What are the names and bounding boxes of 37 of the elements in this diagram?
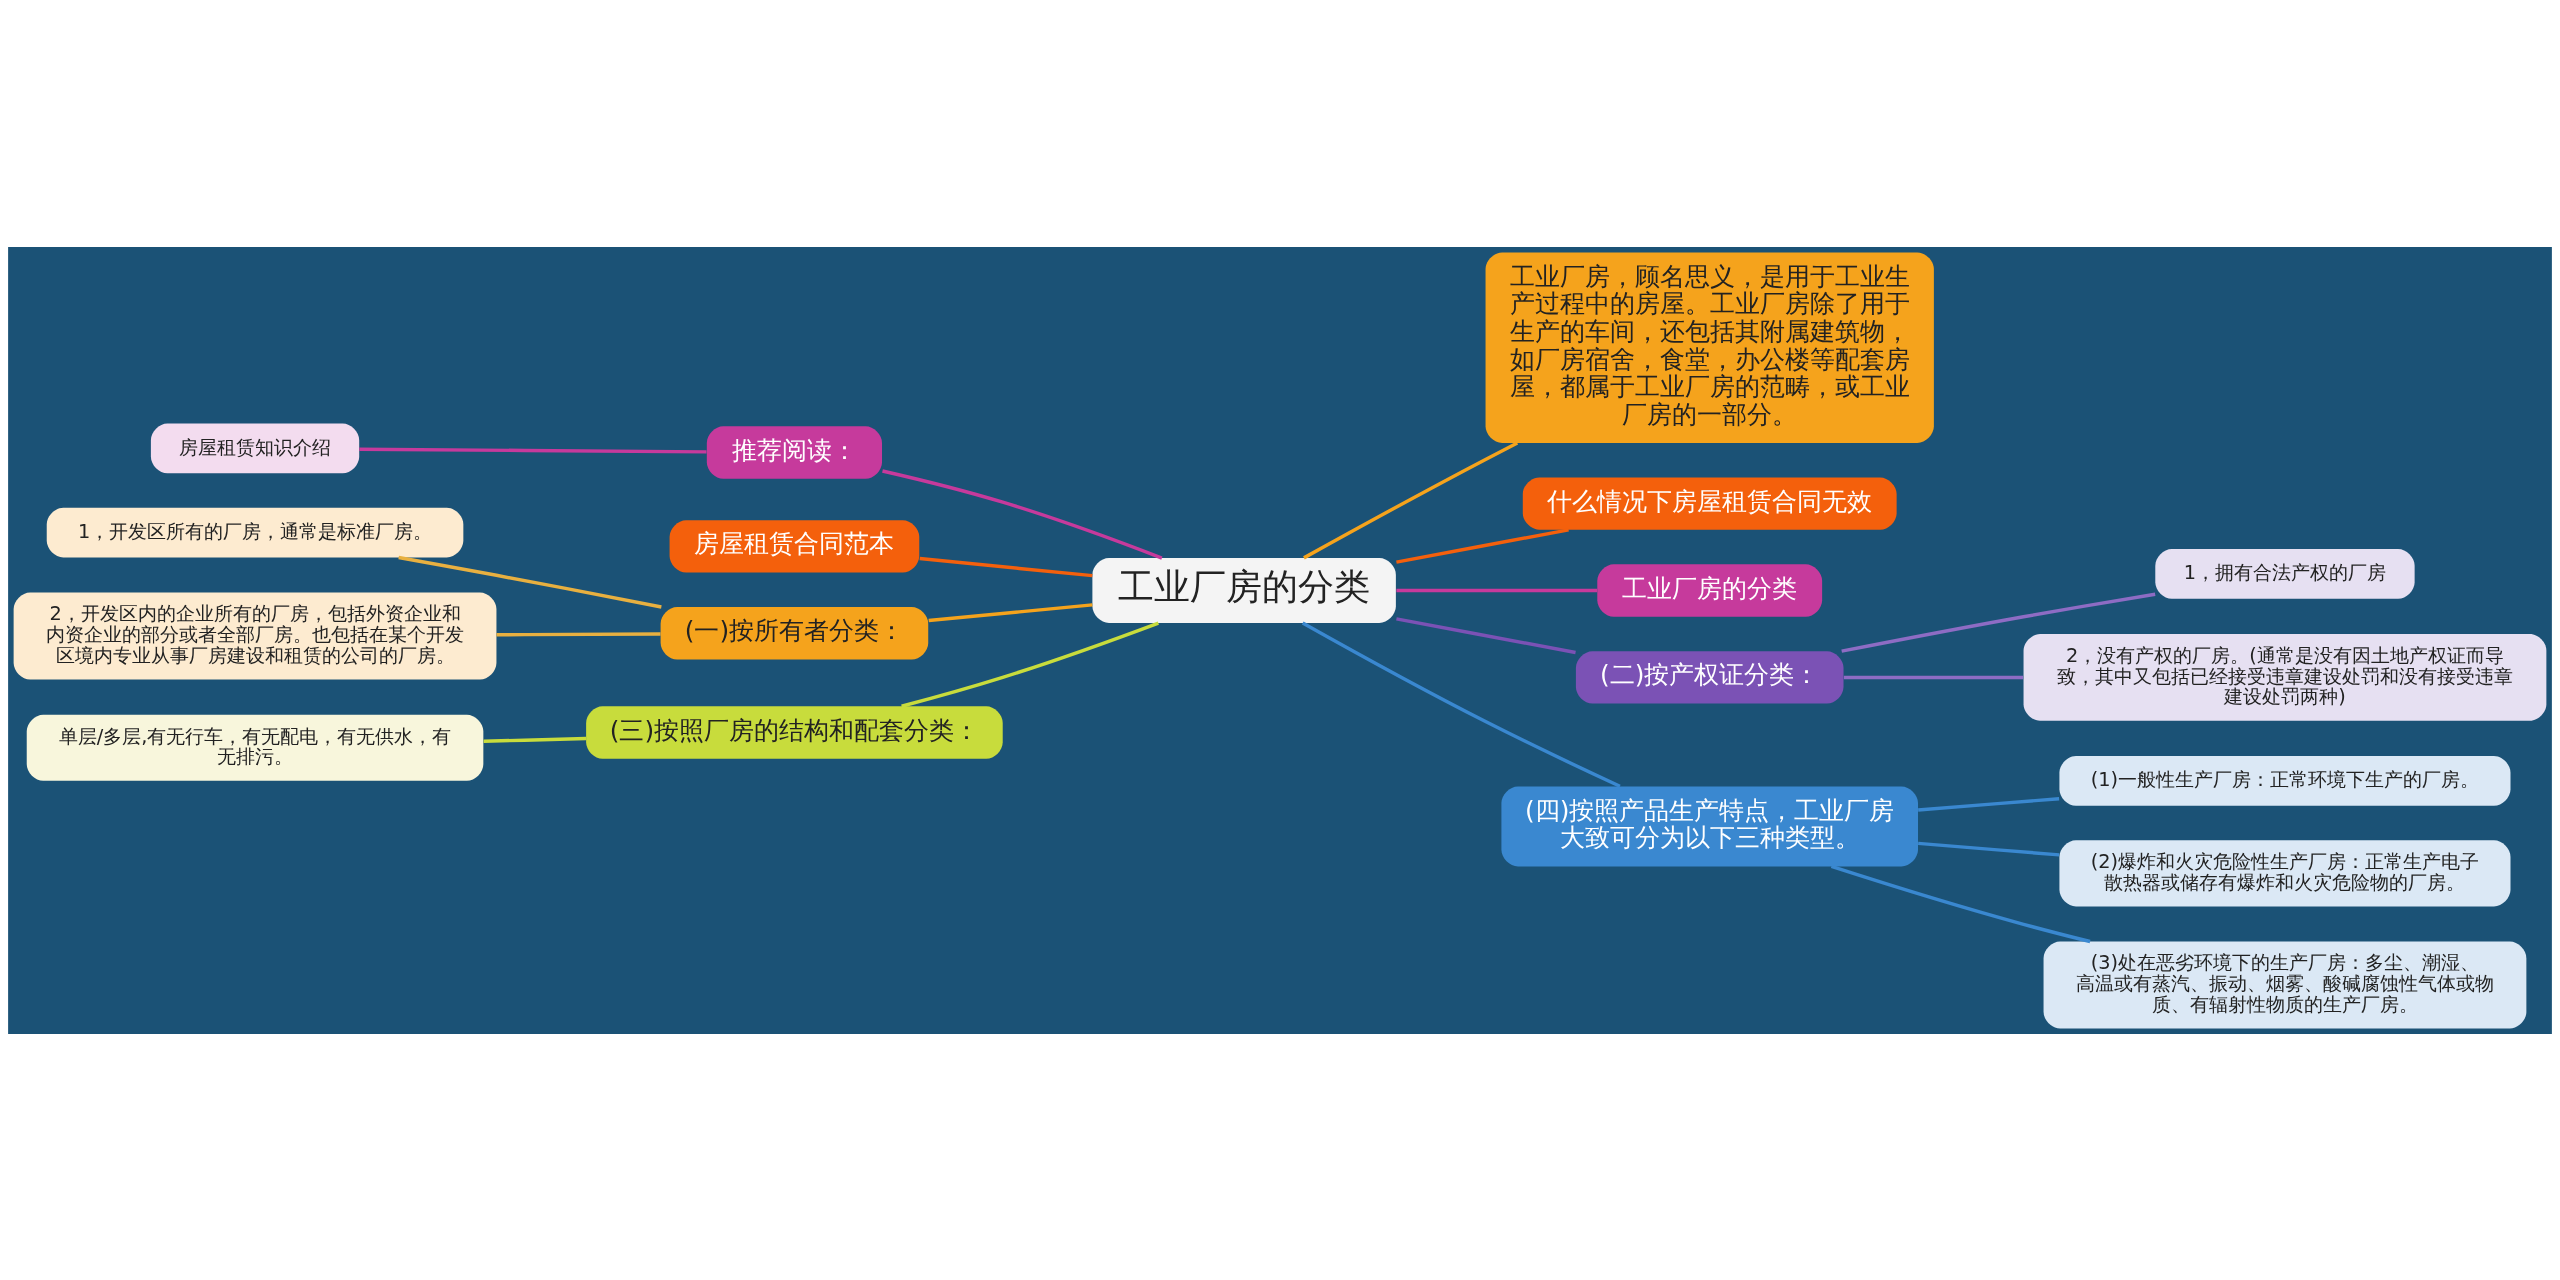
node-box: 1，拥有合法产权的厂房 [2155, 548, 2415, 599]
connector [901, 620, 1159, 708]
node-box: 2，没有产权的厂房。(通常是没有因土地产权证而导致，其中又包括已经接受违章建设处罚和没有接受违章建设处罚两种) [2023, 633, 2547, 721]
connector [1396, 527, 1569, 564]
connector [1918, 796, 2060, 812]
connector [1841, 592, 2156, 653]
node-box: (3)处在恶劣环境下的生产厂房：多尘、潮湿、高温或有蒸汽、振动、烟雾、酸碱腐蚀性气体或物质、有辐射性物质的生产厂房。 [2043, 941, 2527, 1028]
node-box: (1)一般性生产厂房：正常环境下生产的厂房。 [2059, 755, 2511, 806]
node-box: 2，开发区内的企业所有的厂房，包括外资企业和内资企业的部分或者全部厂房。也包括在某个开发区境内专业从事厂房建设和租赁的公司的厂房。 [13, 592, 497, 679]
connector [1301, 620, 1621, 788]
connector [483, 736, 587, 743]
node-box: (四)按照产品生产特点，工业厂房大致可分为以下三种类型。 [1501, 785, 1918, 866]
connector [1303, 440, 1519, 559]
node-box: 房屋租赁知识介绍 [150, 423, 360, 473]
node-box: (三)按照厂房的结构和配套分类： [586, 705, 1003, 759]
connector [1396, 616, 1576, 654]
connector [1843, 675, 2024, 679]
node-box: 1，开发区所有的厂房，通常是标准厂房。 [46, 507, 464, 557]
connector [1830, 864, 2091, 943]
node-box: (二)按产权证分类： [1575, 650, 1844, 704]
connector [359, 446, 707, 454]
node-box: 什么情况下房屋租赁合同无效 [1522, 476, 1897, 530]
node-box: 单层/多层,有无行车，有无配电，有无供水，有无排污。 [26, 714, 484, 781]
node-box: (一)按所有者分类： [660, 606, 929, 659]
connector [398, 555, 662, 609]
connector [496, 631, 661, 636]
connector [928, 602, 1093, 622]
connector [919, 556, 1093, 577]
connector [1396, 588, 1598, 592]
node-box: 工业厂房，顾名思义，是用于工业生产过程中的房屋。工业厂房除了用于生产的车间，还包括其附属建筑物，如厂房宿舍，食堂，办公楼等配套房屋，都属于工业厂房的范畴，或工业厂房的一部分。 [1485, 252, 1934, 443]
node-box: 工业厂房的分类 [1597, 563, 1823, 617]
node-box: 工业厂房的分类 [1092, 557, 1396, 623]
connector [882, 468, 1163, 560]
node-box: (2)爆炸和火灾危险性生产厂房：正常生产电子散热器或储存有爆炸和火灾危险物的厂房。 [2059, 839, 2511, 906]
connector [1918, 841, 2060, 857]
node-box: 推荐阅读： [706, 425, 882, 479]
node-box: 房屋租赁合同范本 [669, 519, 920, 573]
